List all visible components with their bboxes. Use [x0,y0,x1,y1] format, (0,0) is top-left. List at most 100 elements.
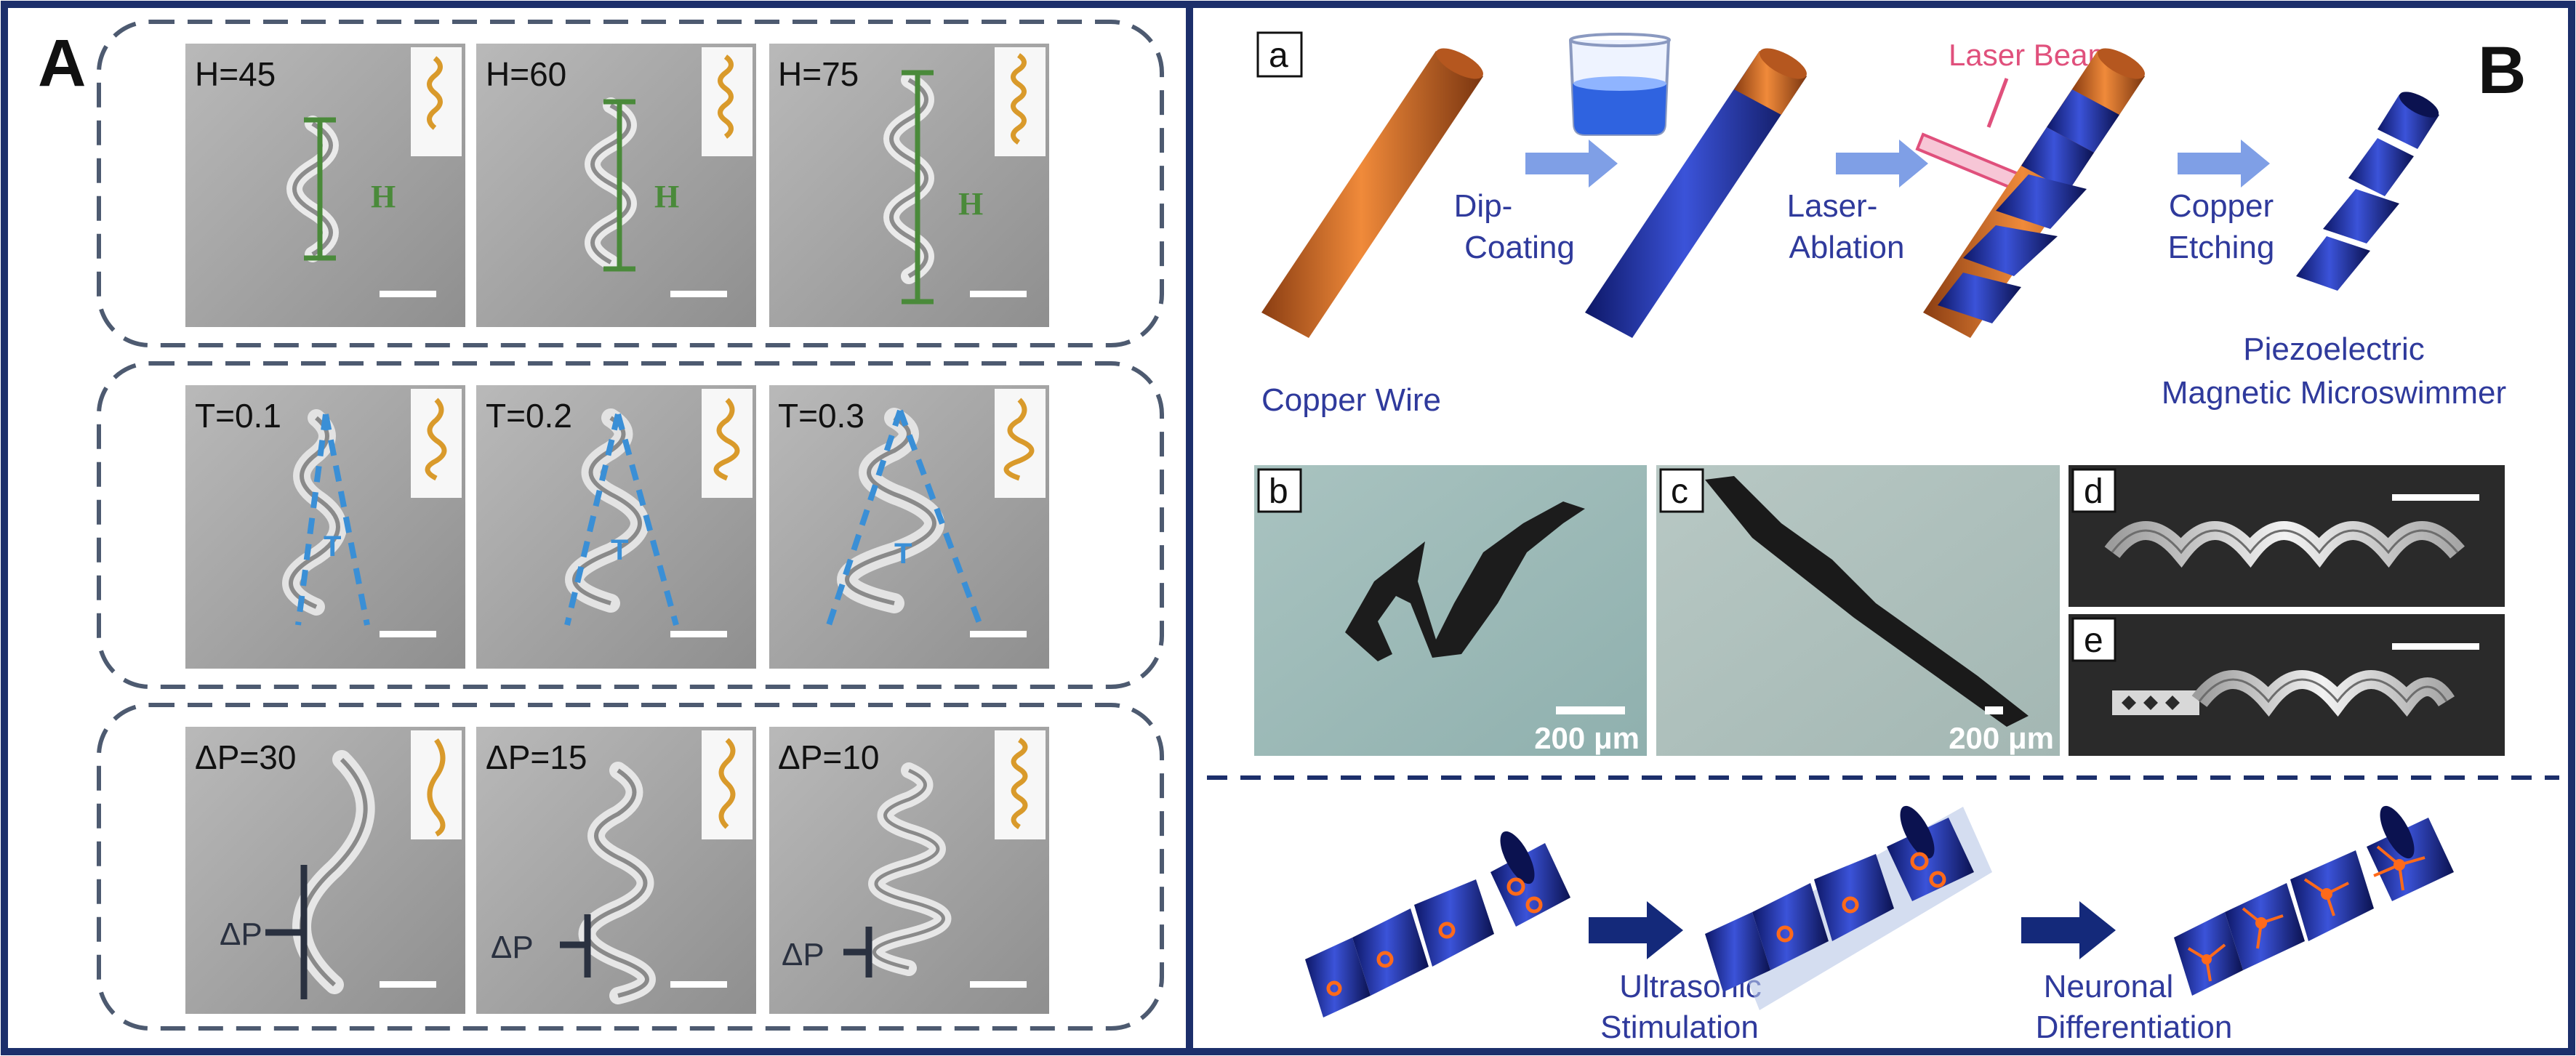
sem-label: T=0.2 [486,397,572,435]
scale-label-c: 200 μm [1949,721,2054,755]
sub-label-e: e [2084,621,2103,660]
sub-label-b: b [1269,472,1288,511]
inset-helix-icon [718,55,734,139]
process-arrow-4 [1589,901,1683,959]
dim-label-p: ΔP [491,930,534,965]
sem-image-p30: ΔP ΔP=30 [185,727,465,1014]
scale-bar [380,981,436,988]
microswimmer-helix-icon [2296,92,2439,291]
process-arrow-1 [1525,140,1618,188]
scale-bar [670,981,727,988]
sem-label: ΔP=15 [486,738,587,776]
laser-beam-label: Laser Beam [1949,38,2113,72]
copper-wire-icon [1261,48,1483,338]
sem-label: ΔP=10 [778,738,879,776]
dim-label-p: ΔP [782,937,824,972]
group-box-pitch [97,703,1164,1031]
scale-bar [970,291,1027,297]
inset-helix-icon [718,738,736,829]
sem-label: T=0.1 [195,397,281,435]
step2-label-1: Neuronal [2044,969,2174,1004]
coated-wire-icon [1585,48,1807,338]
product-label-1: Piezoelectric [2243,331,2424,367]
sem-label: T=0.3 [778,397,864,435]
cell-helix-1-icon [1305,831,1570,1017]
sub-label-c: c [1671,472,1688,511]
dim-label-h: H [958,186,983,222]
sub-label-a: a [1269,36,1288,75]
panel-b-letter: B [2478,33,2526,108]
dim-label-h: H [654,179,679,214]
sem-image-p15: ΔP ΔP=15 [476,727,756,1014]
process-arrow-5 [2021,901,2116,959]
dim-label-t: T [611,534,628,566]
scale-bar [670,631,727,637]
scale-bar [1556,706,1625,714]
ablation-label-1: Laser- [1787,188,1878,224]
sem-label: H=60 [486,55,566,93]
inset-helix-icon [1011,53,1027,145]
group-box-taper [97,361,1164,689]
process-arrow-3 [2178,140,2270,188]
beaker-icon [1569,33,1671,136]
sem-label: ΔP=30 [195,738,296,776]
etch-label-2: Etching [2168,230,2275,265]
sem-label: H=75 [778,55,859,93]
etch-label-1: Copper [2169,188,2274,224]
microswimmer-silhouette [1705,476,2029,727]
microswimmer-silhouette [1345,501,1585,661]
dim-label-p: ΔP [220,916,262,952]
inset-helix-icon [425,398,447,481]
sem-label: H=45 [195,55,276,93]
row-height: H H=45 H H=60 [185,44,1049,327]
ablated-wire-icon [1923,48,2145,338]
product-label-2: Magnetic Microswimmer [2162,375,2506,411]
inset-helix-icon [1003,398,1035,481]
dip-label-2: Coating [1464,230,1575,265]
sem-image-h45: H H=45 [185,44,465,327]
sem-image-t03: T T=0.3 [769,385,1049,669]
sub-panel-b: b 200 μm [1254,465,1647,756]
sub-panel-c: c 200 μm [1656,465,2060,756]
scale-bar [2392,643,2479,650]
scale-bar [670,291,727,297]
ablation-label-2: Ablation [1789,230,1904,265]
row-taper: T T=0.1 T T=0.2 [185,385,1049,669]
sem-image-p10: ΔP ΔP=10 [769,727,1049,1014]
inset-helix-icon [427,738,446,837]
scale-label-b: 200 μm [1534,721,1640,755]
sub-panel-a: a Copper Wire Dip- Coating [1256,31,2506,418]
copper-wire-label: Copper Wire [1261,382,1441,418]
panel-a: A H H=45 [38,20,1164,1031]
sub-label-d: d [2084,472,2103,511]
scale-bar [1985,706,2003,714]
step1-label-2: Stimulation [1600,1009,1759,1045]
inset-helix-icon [713,398,740,481]
scale-bar [970,631,1027,637]
scale-bar [380,631,436,637]
panel-b: B a Copper Wire Dip- Coating [1207,31,2559,1045]
sub-panel-d: d [2069,465,2505,607]
sem-image-h60: H H=60 [476,44,756,327]
dip-label-1: Dip- [1454,188,1513,224]
scale-bar [380,291,436,297]
sem-image-h75: H H=75 [769,44,1049,327]
bottom-process: Ultrasonic Stimulation Neuronal Differen… [1305,805,2454,1045]
laser-pointer [1986,78,2009,128]
sem-image-t02: T T=0.2 [476,385,756,669]
inset-helix-icon [427,56,443,130]
cell-helix-3-icon [2174,805,2454,996]
panel-a-letter: A [38,26,86,100]
group-box-height [97,20,1164,347]
process-arrow-2 [1836,140,1928,188]
row-pitch: ΔP ΔP=30 ΔP ΔP=15 [185,727,1049,1014]
dim-label-t: T [324,531,341,563]
dim-label-t: T [894,538,912,570]
scale-bar [2392,494,2479,501]
step2-label-2: Differentiation [2036,1009,2233,1045]
inset-helix-icon [1011,738,1028,829]
scale-bar [970,981,1027,988]
sub-panel-e: e [2069,614,2505,756]
dim-label-h: H [371,179,396,214]
